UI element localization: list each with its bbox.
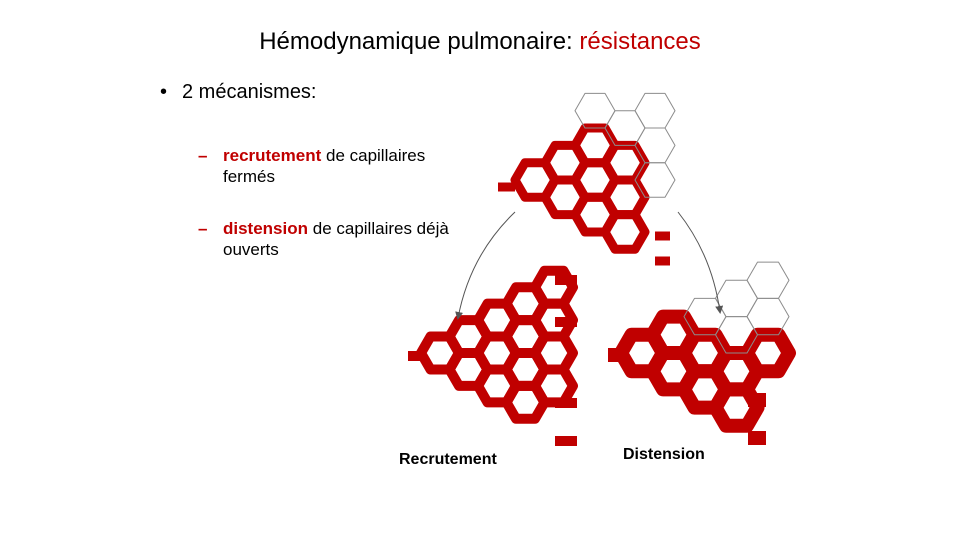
open-capillary <box>600 140 650 185</box>
open-capillary <box>740 327 796 379</box>
open-capillary <box>600 210 650 254</box>
caption-distension: Distension <box>623 446 705 463</box>
bullet-text: 2 mécanismes: <box>182 81 317 103</box>
sub-keyword: distension <box>223 219 309 238</box>
arrow-to-recruitment <box>455 211 516 320</box>
sub-text: recrutement de capillaires fermés <box>223 145 473 187</box>
arrow-to-distension <box>677 211 724 314</box>
open-capillary <box>708 382 765 433</box>
sub-rest: de capillaires déjà ouverts <box>223 219 449 259</box>
closed-capillary <box>715 279 758 318</box>
sub-text: distension de capillaires déjà ouverts <box>223 218 473 260</box>
closed-capillary <box>634 162 676 198</box>
bullet-item: • 2 mécanismes: <box>160 81 317 104</box>
bullet-marker: • <box>160 81 168 103</box>
slide-title: Hémodynamique pulmonaire: résistances <box>0 28 960 56</box>
network-recruitment <box>408 265 578 446</box>
network-top <box>498 92 676 266</box>
title-main: Hémodynamique pulmonaire: <box>259 28 580 55</box>
network-distension <box>608 261 796 445</box>
closed-capillary <box>746 261 790 299</box>
closed-capillary <box>574 92 616 129</box>
caption-recruitment: Recrutement <box>399 451 497 468</box>
title-accent: résistances <box>579 28 701 55</box>
sub-keyword: recrutement <box>223 146 322 165</box>
sub-dash: – <box>198 219 208 238</box>
open-capillary <box>530 364 578 408</box>
sub-dash: – <box>198 146 208 165</box>
closed-capillary <box>634 92 676 129</box>
sub-rest: de capillaires fermés <box>223 146 426 186</box>
